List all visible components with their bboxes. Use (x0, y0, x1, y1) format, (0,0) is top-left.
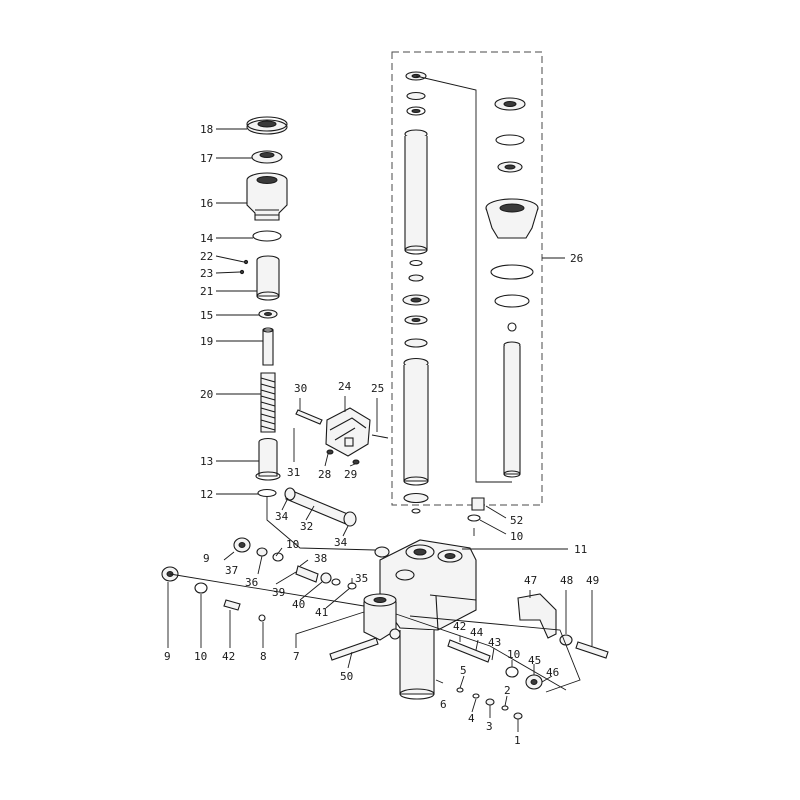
callout-42-right: 42 (453, 620, 466, 633)
callout-52: 52 (510, 514, 523, 527)
callout-41: 41 (315, 606, 328, 619)
part-22-23-pins (239, 259, 249, 275)
part-16-gland-nut (246, 172, 288, 221)
callout-34-left: 34 (275, 510, 289, 523)
part-41-valve-block (363, 593, 401, 641)
callout-48: 48 (560, 574, 573, 587)
callout-10-top-right: 10 (510, 530, 523, 543)
callout-21: 21 (200, 285, 213, 298)
left-valve-train-parts (223, 537, 357, 609)
part-20-spring (260, 372, 276, 433)
callout-49: 49 (586, 574, 599, 587)
callout-39: 39 (272, 586, 285, 599)
callout-43: 43 (488, 636, 501, 649)
callout-24: 24 (338, 380, 352, 393)
callout-7: 7 (293, 650, 300, 663)
assembly-26-group-box (391, 51, 543, 506)
callout-18: 18 (200, 123, 213, 136)
callout-42-left: 42 (222, 650, 235, 663)
callout-40: 40 (292, 598, 305, 611)
callout-38: 38 (314, 552, 327, 565)
part-19-rod (262, 327, 274, 366)
callout-1: 1 (514, 734, 521, 747)
callout-10-upper: 10 (286, 538, 299, 551)
callout-29: 29 (344, 468, 357, 481)
far-left-parts (161, 566, 365, 648)
part-6-reservoir-cylinder (399, 630, 435, 700)
callout-2: 2 (504, 684, 511, 697)
callout-9-upper: 9 (203, 552, 210, 565)
callout-37: 37 (225, 564, 238, 577)
callout-36: 36 (245, 576, 258, 589)
callout-11: 11 (574, 543, 587, 556)
handle-bracket-47-48-49 (517, 590, 609, 659)
callout-46: 46 (546, 666, 559, 679)
callout-32: 32 (300, 520, 313, 533)
callout-30: 30 (294, 382, 307, 395)
callout-22: 22 (200, 250, 213, 263)
callout-12: 12 (200, 488, 213, 501)
assembly-26-right-stack (485, 97, 539, 478)
callout-35: 35 (355, 572, 368, 585)
lower-right-small-parts (395, 613, 581, 732)
part-18-seal-ring (246, 116, 288, 135)
callout-10-right: 10 (507, 648, 520, 661)
callout-17: 17 (200, 152, 213, 165)
part-50-plunger (329, 637, 379, 669)
left-leader-lines (215, 128, 376, 551)
callout-10-lower: 10 (194, 650, 207, 663)
part-13-cylinder (255, 437, 281, 481)
callout-25: 25 (371, 382, 384, 395)
shaft-32-assembly (281, 487, 357, 537)
callout-9-lower: 9 (164, 650, 171, 663)
callout-16: 16 (200, 197, 213, 210)
callout-5: 5 (460, 664, 467, 677)
part-21-sleeve (256, 255, 280, 301)
callout-50: 50 (340, 670, 353, 683)
callout-45: 45 (528, 654, 541, 667)
callout-44: 44 (470, 626, 484, 639)
part-11-pump-body (374, 539, 568, 631)
callout-26: 26 (570, 252, 583, 265)
part-17-ring (251, 150, 283, 164)
parts-52-10-top-right (467, 497, 507, 536)
assembly-26-left-stack (402, 71, 430, 514)
callout-4: 4 (468, 712, 475, 725)
callout-13: 13 (200, 455, 213, 468)
callout-47: 47 (524, 574, 537, 587)
callout-3: 3 (486, 720, 493, 733)
assembly-26-leader-lines (415, 75, 565, 483)
callout-34-right: 34 (334, 536, 348, 549)
part-12-ring (257, 488, 277, 498)
callout-15: 15 (200, 309, 213, 322)
part-14-o-ring (252, 230, 282, 242)
part-15-washer (258, 309, 278, 319)
callout-31: 31 (287, 466, 300, 479)
callout-28: 28 (318, 468, 331, 481)
callout-23: 23 (200, 267, 213, 280)
left-column-parts (239, 116, 288, 498)
callout-20: 20 (200, 388, 213, 401)
bracket-24-assembly (293, 396, 389, 467)
callout-14: 14 (200, 232, 214, 245)
callout-8: 8 (260, 650, 267, 663)
callout-labels: 18 17 16 14 22 23 21 15 19 20 13 12 30 2… (164, 123, 599, 747)
callout-19: 19 (200, 335, 213, 348)
callout-6: 6 (440, 698, 447, 711)
